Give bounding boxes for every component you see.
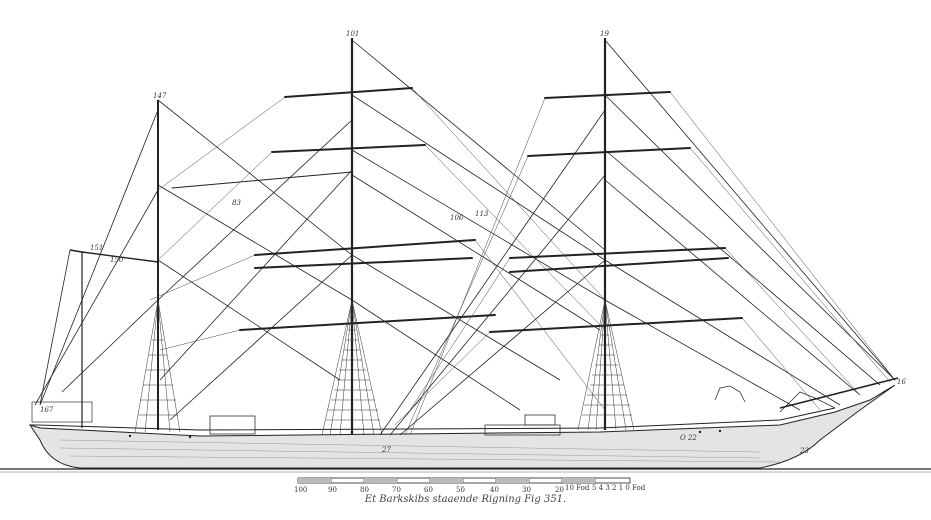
label-stay-b: 106 [450, 214, 464, 222]
scale-tick-20: 20 [555, 486, 564, 494]
bowsprit [779, 377, 899, 409]
label-fore-truck: 19 [600, 30, 609, 38]
label-bowsprit: 16 [897, 378, 906, 386]
figure-caption: Et Barkskibs staaende Rigning Fig 351. [364, 494, 567, 505]
scale-tick-60: 60 [424, 486, 433, 494]
label-stay-a: 113 [475, 210, 489, 218]
scale-tick-50: 50 [456, 486, 465, 494]
scale-tick-30: 30 [522, 486, 531, 494]
scale-tick-100: 100 [294, 486, 307, 494]
label-hull-mark: O 22 [680, 434, 697, 442]
label-spanker-gaff: 151 [90, 244, 103, 252]
mizzen-mast [81, 100, 159, 430]
scale-tick-90: 90 [328, 486, 337, 494]
label-mizzen-truck: 147 [153, 92, 167, 100]
scale-tick-70: 70 [392, 486, 401, 494]
mizzen-shrouds [134, 299, 181, 433]
label-main-truck: 101 [346, 30, 359, 38]
scale-tick-small: 5 4 3 2 1 0 Fod [592, 484, 646, 492]
label-stay-c: 83 [232, 199, 241, 207]
label-main-deck: 27 [381, 446, 391, 454]
main-shrouds [321, 299, 383, 436]
label-cutwater: 23 [799, 447, 809, 455]
scale-tick-80: 80 [360, 486, 369, 494]
fore-yards [489, 91, 743, 333]
spanker [61, 249, 159, 393]
label-boom: 150 [110, 256, 124, 264]
hull [28, 384, 896, 469]
scale-tick-10: 10 Fod [565, 484, 590, 492]
scale-bar: 100 90 80 70 60 50 40 30 20 10 Fod 5 4 3… [294, 477, 646, 494]
label-stern: 167 [40, 406, 54, 414]
braces [149, 87, 896, 436]
scale-tick-40: 40 [490, 486, 499, 494]
stays [34, 39, 896, 436]
main-yards [171, 87, 496, 331]
fore-shrouds [577, 299, 635, 431]
